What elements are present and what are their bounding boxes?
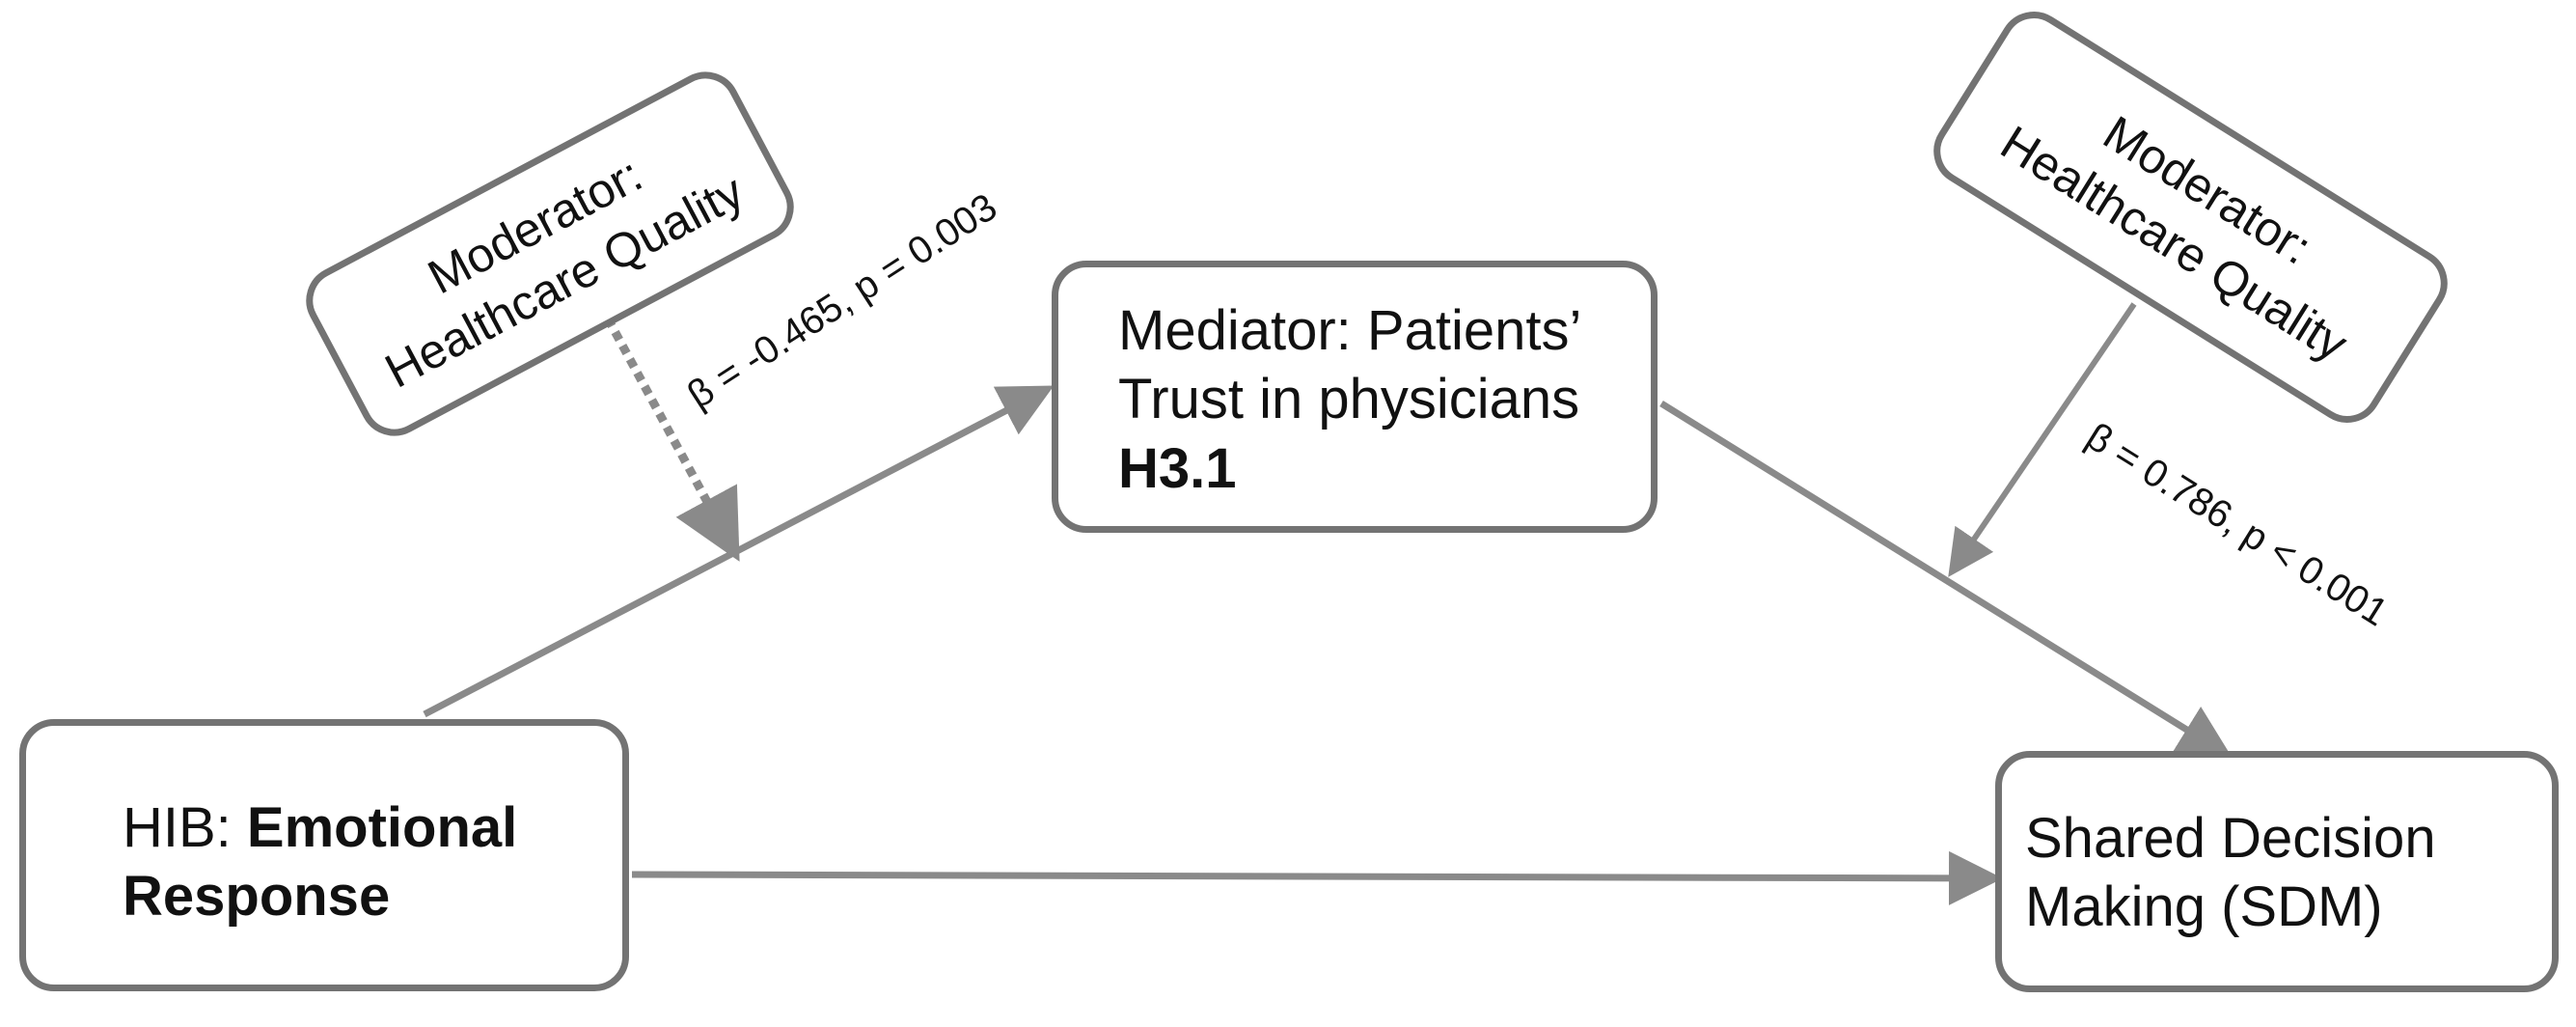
arrow-hib-to-sdm — [631, 850, 2003, 905]
hypothesis-label: H3.1 — [1118, 436, 1237, 500]
arrow-hib-to-mediator — [423, 385, 1055, 718]
dotted-arrow-left-moderator — [604, 316, 740, 562]
arrow-mediator-to-sdm — [1659, 401, 2233, 759]
arrow-right-moderator — [1948, 302, 2137, 577]
sdm-line-2: Making (SDM) — [2025, 875, 2383, 939]
mediator-line-1: Mediator: Patients’ — [1118, 299, 1582, 362]
hib-label: HIB: Emotional Response — [123, 793, 517, 931]
hib-box: HIB: Emotional Response — [19, 719, 629, 991]
mediator-label: Mediator: Patients’ Trust in physicians … — [1118, 296, 1581, 503]
mediator-box: Mediator: Patients’ Trust in physicians … — [1052, 261, 1658, 533]
mediator-line-2: Trust in physicians — [1118, 368, 1580, 431]
sdm-line-1: Shared Decision — [2025, 807, 2436, 870]
hib-bold-word-2: Response — [123, 865, 391, 929]
sdm-box: Shared Decision Making (SDM) — [1995, 751, 2559, 992]
sdm-label: Shared Decision Making (SDM) — [2025, 804, 2436, 942]
hib-bold-word-1: Emotional — [246, 796, 518, 859]
hib-prefix: HIB: — [123, 796, 247, 859]
